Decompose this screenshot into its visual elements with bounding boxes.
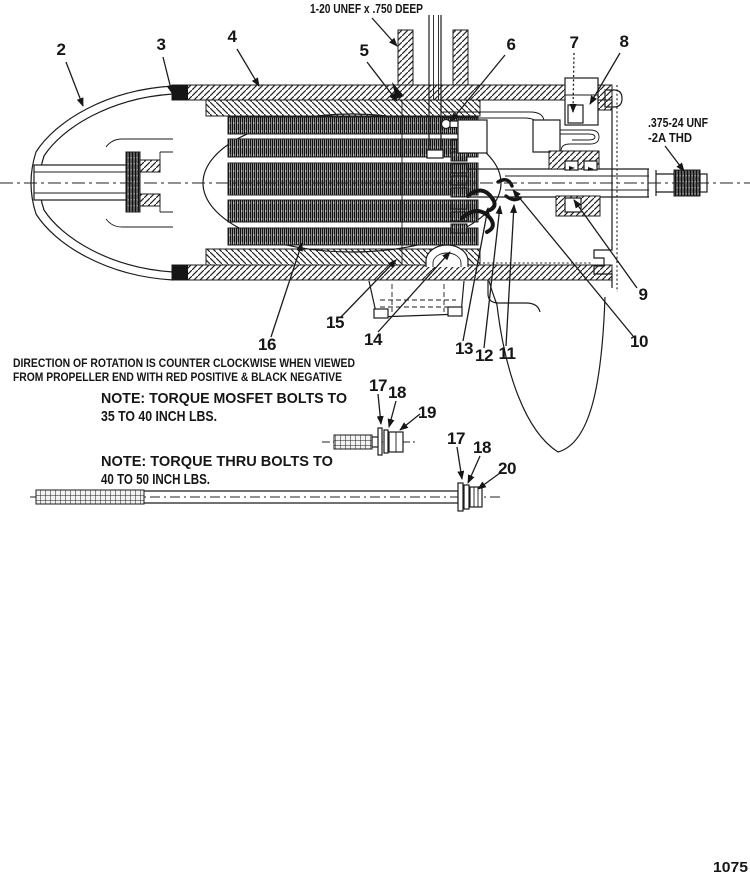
lock-washer — [463, 484, 470, 510]
commutator-brushes — [425, 139, 522, 267]
field-liner-bottom — [205, 248, 481, 266]
rotation-note-line2: FROM PROPELLER END WITH RED POSITIVE & B… — [13, 372, 342, 384]
callout-17-thru: 17 — [447, 429, 465, 448]
nose-bearing — [125, 151, 141, 213]
callout-18-thru: 18 — [473, 438, 491, 457]
component-block — [457, 119, 488, 154]
washer — [377, 427, 383, 456]
callout-leaders — [65, 17, 685, 490]
motor-housing — [171, 82, 623, 281]
lock-washer — [383, 429, 389, 454]
callout-17-mosfet: 17 — [369, 376, 387, 395]
washer — [457, 482, 464, 512]
component-block — [532, 119, 561, 153]
callout-9: 9 — [639, 285, 648, 304]
callout-6: 6 — [507, 35, 516, 54]
callout-5: 5 — [360, 41, 369, 60]
bolt-head — [469, 486, 483, 508]
callout-8: 8 — [620, 32, 629, 51]
callout-16: 16 — [258, 335, 276, 354]
thru-torque-note-line2: 40 TO 50 INCH LBS. — [101, 471, 210, 488]
callout-4: 4 — [228, 27, 238, 46]
callout-2: 2 — [57, 40, 66, 59]
mosfet-screw — [440, 118, 452, 130]
callout-14: 14 — [364, 330, 383, 349]
callout-20: 20 — [498, 459, 516, 478]
callout-18-mosfet: 18 — [388, 383, 406, 402]
housing-shell-bottom — [171, 264, 613, 281]
callout-7: 7 — [570, 33, 579, 52]
callout-10: 10 — [630, 332, 648, 351]
callout-12: 12 — [475, 346, 493, 365]
callout-11: 11 — [499, 344, 516, 363]
armature — [202, 113, 502, 253]
shaft-thread-spec-line1: .375-24 UNF — [648, 116, 708, 130]
thru-torque-note-line1: NOTE: TORQUE THRU BOLTS TO — [101, 453, 333, 470]
shaft-thread-spec-line2: -2A THD — [648, 131, 692, 145]
thru-bolt-detail — [30, 482, 500, 512]
mosfet-torque-note-line2: 35 TO 40 INCH LBS. — [101, 408, 217, 425]
callout-numbers: 2 3 4 5 6 7 8 9 10 11 12 13 14 15 16 17 … — [57, 27, 649, 478]
top-mount-boss — [397, 29, 469, 86]
callout-19: 19 — [418, 403, 436, 422]
field-liner-top — [205, 99, 481, 117]
brush-spring-clip — [466, 188, 497, 212]
top-thread-spec-label: 1-20 UNEF x .750 DEEP — [310, 2, 423, 16]
callout-3: 3 — [157, 35, 166, 54]
callout-13: 13 — [455, 339, 473, 358]
page-number: 1075 — [713, 859, 748, 876]
lower-mount-bracket — [368, 280, 465, 319]
lower-unit-fin-outline — [488, 280, 606, 453]
mosfet-bolt-detail — [322, 427, 415, 456]
brush-spring-clip — [460, 209, 495, 234]
rotation-note-line1: DIRECTION OF ROTATION IS COUNTER CLOCKWI… — [13, 358, 355, 370]
mosfet-torque-note-line1: NOTE: TORQUE MOSFET BOLTS TO — [101, 390, 347, 407]
callout-15: 15 — [326, 313, 344, 332]
housing-shell-top — [171, 84, 613, 101]
